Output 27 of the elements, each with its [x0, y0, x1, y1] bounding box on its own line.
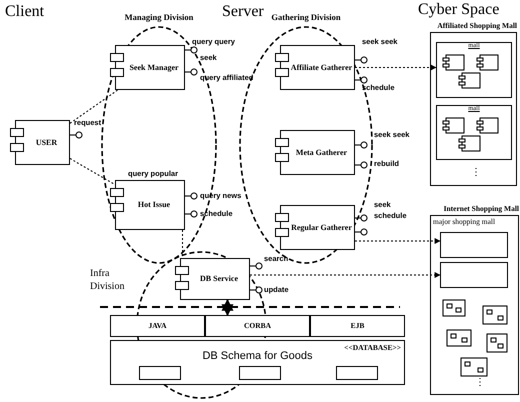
- component-label: Regular Gatherer: [291, 222, 352, 232]
- database-label: DB Schema for Goods: [202, 350, 313, 362]
- division-label: Managing Division: [124, 12, 194, 22]
- component-label: USER: [36, 138, 58, 148]
- dotted-connector: [70, 158, 116, 186]
- mall-group-box: [436, 105, 512, 160]
- arrow: [222, 298, 234, 316]
- region-title: Client: [5, 4, 44, 20]
- dotted-connector: [70, 90, 118, 124]
- component-label: Hot Issue: [138, 200, 170, 210]
- ellipsis-dots: ⋮: [475, 378, 485, 388]
- division-label: Gathering Division: [271, 12, 341, 22]
- shop-box: [440, 262, 508, 288]
- shop-box: [440, 232, 508, 258]
- dotted-connector: [354, 238, 441, 244]
- component-label: Seek Manager: [129, 62, 179, 72]
- mall-group-box: [436, 42, 512, 98]
- region-title: Server: [222, 4, 264, 20]
- division-label: Infra Division: [90, 268, 124, 292]
- ellipsis-dots: ⋮: [471, 168, 481, 178]
- component-label: DB Service: [200, 274, 238, 284]
- region-title: Cyber Space: [418, 2, 500, 18]
- component-label: Affiliate Gatherer: [290, 62, 352, 72]
- component-label: Meta Gatherer: [296, 148, 348, 158]
- database-box: [110, 340, 405, 385]
- dotted-connector: [250, 272, 441, 278]
- dotted-connector: [354, 64, 437, 70]
